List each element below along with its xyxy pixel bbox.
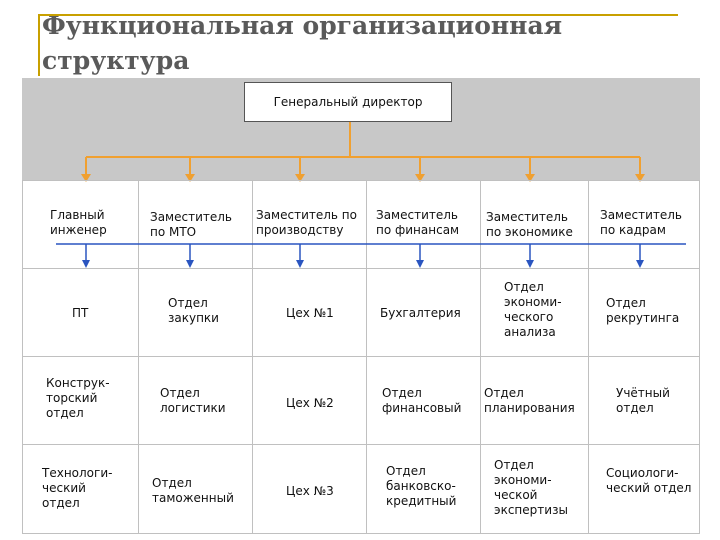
unit-shop-1: Цех №1 bbox=[286, 306, 334, 320]
unit-design: Конструк-торский отдел bbox=[46, 376, 110, 420]
unit-financial: Отдел финансовый bbox=[382, 386, 462, 415]
unit-records: Учётный отдел bbox=[616, 386, 670, 415]
unit-planning: Отдел планирования bbox=[484, 386, 575, 415]
unit-shop-3: Цех №3 bbox=[286, 484, 334, 498]
head-deputy-production: Заместитель по производству bbox=[256, 208, 357, 237]
unit-procurement: Отдел закупки bbox=[168, 296, 219, 325]
head-deputy-finance: Заместитель по финансам bbox=[376, 208, 460, 237]
director-box: Генеральный директор bbox=[244, 82, 452, 122]
title-rule-left bbox=[38, 14, 40, 76]
unit-accounting: Бухгалтерия bbox=[380, 306, 461, 320]
unit-technology: Технологи-ческий отдел bbox=[42, 466, 113, 510]
unit-pt: ПТ bbox=[72, 306, 89, 320]
head-deputy-mto: Заместитель по МТО bbox=[150, 210, 232, 239]
unit-banking-credit: Отдел банковско-кредитный bbox=[386, 464, 457, 508]
unit-economic-analysis: Отдел экономи-ческого анализа bbox=[504, 280, 562, 339]
unit-logistics: Отдел логистики bbox=[160, 386, 226, 415]
unit-shop-2: Цех №2 bbox=[286, 396, 334, 410]
head-deputy-hr: Заместитель по кадрам bbox=[600, 208, 682, 237]
title-rule-top bbox=[38, 14, 678, 16]
unit-customs: Отдел таможенный bbox=[152, 476, 234, 505]
director-label: Генеральный директор bbox=[273, 95, 423, 109]
unit-sociology: Социологи-ческий отдел bbox=[606, 466, 692, 495]
unit-recruiting: Отдел рекрутинга bbox=[606, 296, 680, 325]
head-chief-engineer: Главный инженер bbox=[50, 208, 107, 237]
unit-economic-expertise: Отдел экономи-ческой экспертизы bbox=[494, 458, 568, 517]
head-deputy-economics: Заместитель по экономике bbox=[486, 210, 573, 239]
